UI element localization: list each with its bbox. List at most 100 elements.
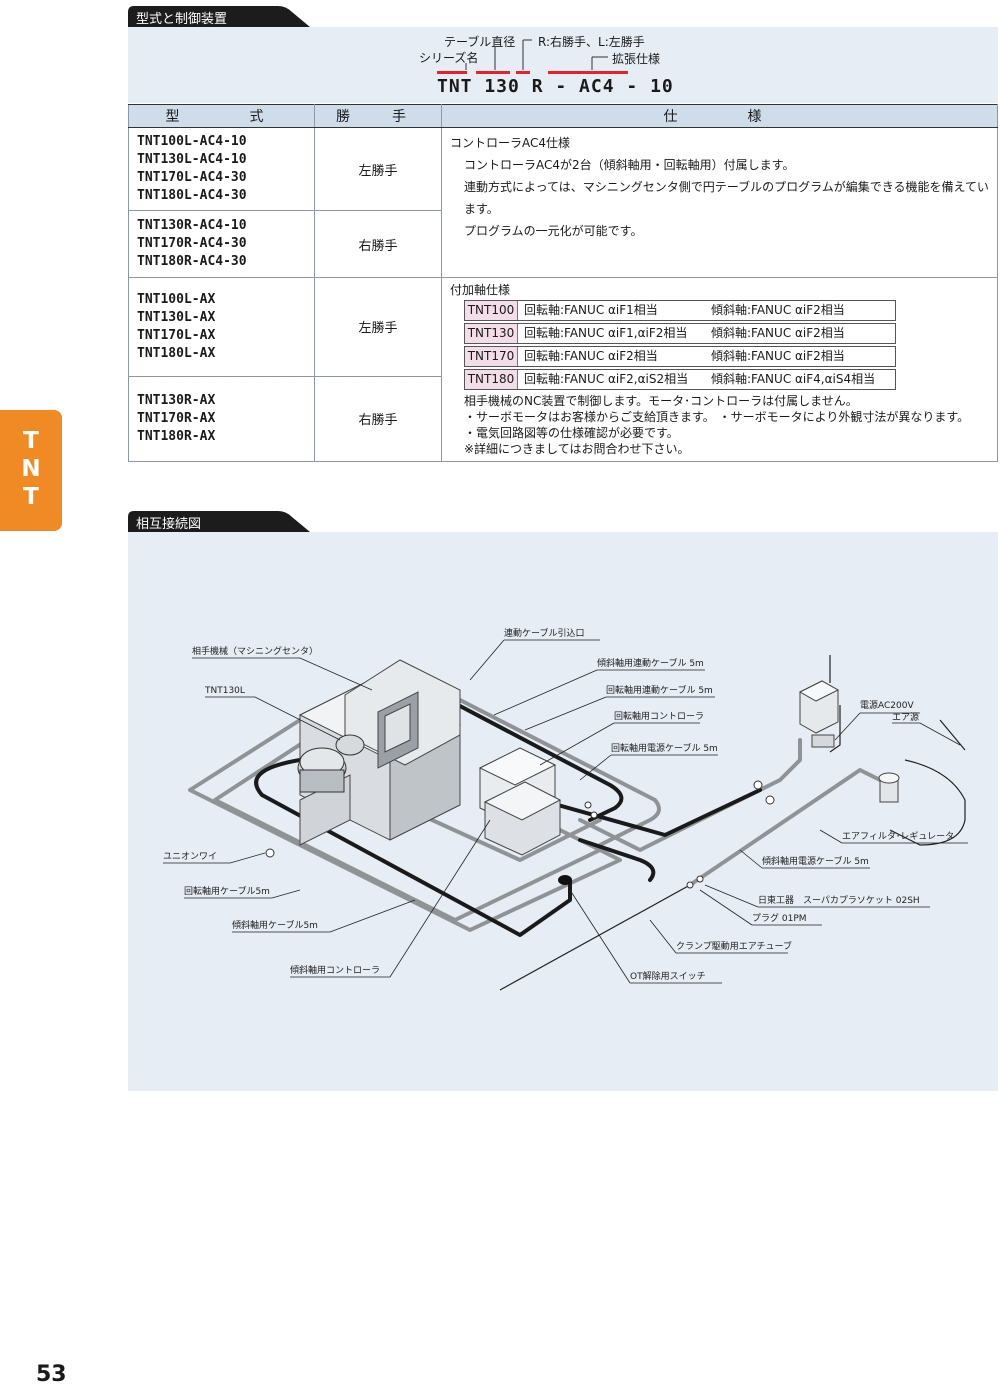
label-machining-center: 相手機械（マシニングセンタ） (192, 645, 318, 657)
controllers (478, 747, 562, 856)
table-row: TNT100L-AX TNT130L-AX TNT170L-AX TNT180L… (128, 277, 998, 462)
table-row: TNT130R-AX TNT170R-AX TNT180R-AX 右勝手 (128, 375, 998, 463)
table-header: 型 式 勝 手 仕 様 (128, 104, 998, 128)
axis-box-rot: 回転軸:FANUC αiF1相当 (524, 303, 658, 317)
section-tab-diagram: 相互接続図 (128, 511, 318, 532)
ac4-spec-title: コントローラAC4仕様 (450, 136, 571, 150)
model-name: TNT130R-AC4-10 (137, 218, 247, 233)
axis-box: TNT170 回転軸:FANUC αiF2相当 傾斜軸:FANUC αiF2相当 (464, 346, 896, 367)
tnt130l-table (297, 734, 365, 793)
header-spec: 仕 様 (441, 104, 998, 128)
ax-notes: 相手機械のNC装置で制御します。モータ･コントローラは付属しません。 ・サーボモ… (464, 393, 989, 457)
ac4-spec-cell: コントローラAC4仕様 コントローラAC4が2台（傾斜軸用・回転軸用）付属します… (441, 127, 998, 278)
model-name: TNT180L-AX (137, 345, 216, 361)
hand-cell: 右勝手 (314, 210, 442, 278)
header-model: 型 式 (128, 104, 315, 128)
ax-spec-cell: 付加軸仕様 TNT100 回転軸:FANUC αiF1相当 傾斜軸:FANUC … (441, 277, 998, 462)
ac4-spec-line: コントローラAC4が2台（傾斜軸用・回転軸用）付属します。 (464, 158, 795, 172)
label-air-source: エア源 (892, 712, 919, 723)
label-tilt-controller: 傾斜軸用コントローラ (290, 964, 380, 976)
label-ot-release-switch: OT解除用スイッチ (630, 970, 706, 982)
ax-note: ・サーボモータはお客様からご支給頂きます。 ・サーボモータにより外観寸法が異なり… (464, 410, 970, 424)
side-tab-tnt: TNT (0, 410, 62, 531)
red-bar-ext (548, 71, 628, 74)
model-name: TNT130L-AC4-10 (137, 152, 247, 167)
axis-box-tilt: 傾斜軸:FANUC αiF2相当 (711, 303, 845, 317)
section-title: 相互接続図 (136, 517, 202, 532)
table-row: TNT130R-AC4-10 TNT170R-AC4-30 TNT180R-AC… (128, 210, 998, 278)
label-tilt-interlock-cable: 傾斜軸用連動ケーブル 5m (597, 657, 704, 669)
model-name: TNT180R-AC4-30 (137, 254, 247, 269)
model-cell: TNT100L-AC4-10 TNT130L-AC4-10 TNT170L-AC… (128, 127, 315, 211)
label-tnt130l: TNT130L (204, 686, 245, 696)
model-cell: TNT130R-AX TNT170R-AX TNT180R-AX (128, 375, 315, 463)
label-power-ac200v: 電源AC200V (860, 700, 914, 711)
axis-box: TNT100 回転軸:FANUC αiF1相当 傾斜軸:FANUC αiF2相当 (464, 300, 896, 321)
machining-center (298, 659, 462, 846)
label-union-y: ユニオンワイ (163, 851, 217, 862)
ax-note: ※詳細につきましてはお問合わせ下さい。 (464, 442, 690, 456)
axis-box-tilt: 傾斜軸:FANUC αiF2相当 (711, 326, 845, 340)
axis-box-model: TNT180 (465, 370, 518, 389)
diagram-panel: 連動ケーブル引込口 相手機械（マシニングセンタ） 傾斜軸用連動ケーブル 5m T… (128, 532, 998, 1091)
label-air-filter: エアフィルタ･レギュレータ (842, 831, 954, 842)
axis-box-model: TNT170 (465, 347, 518, 366)
model-code: TNT 130 R - AC4 - 10 (437, 76, 674, 97)
ac4-spec-line: プログラムの一元化が可能です。 (464, 224, 643, 238)
hand-cell: 左勝手 (314, 277, 442, 377)
model-name: TNT180R-AX (137, 428, 216, 444)
axis-box-model: TNT100 (465, 301, 518, 320)
label-rot-power-cable: 回転軸用電源ケーブル 5m (611, 742, 718, 754)
air-filter (878, 772, 900, 803)
model-name: TNT180L-AC4-30 (137, 188, 247, 203)
page-number: 53 (36, 1362, 67, 1387)
hand-cell: 右勝手 (314, 375, 442, 463)
power-box (798, 680, 840, 748)
label-rot-controller: 回転軸用コントローラ (614, 710, 704, 722)
model-name: TNT170L-AC4-30 (137, 170, 247, 185)
axis-box-tilt: 傾斜軸:FANUC αiF2相当 (711, 349, 845, 363)
axis-box: TNT130 回転軸:FANUC αiF1,αiF2相当 傾斜軸:FANUC α… (464, 323, 896, 344)
model-name: TNT170R-AC4-30 (137, 236, 247, 251)
axis-box-model: TNT130 (465, 324, 518, 343)
model-cell: TNT130R-AC4-10 TNT170R-AC4-30 TNT180R-AC… (128, 210, 315, 278)
model-cell: TNT100L-AX TNT130L-AX TNT170L-AX TNT180L… (128, 277, 315, 377)
code-panel (128, 27, 998, 103)
label-clamp-air-tube: クランプ駆動用エアチューブ (676, 940, 792, 952)
red-bar-hand (516, 71, 530, 74)
connection-diagram: 連動ケーブル引込口 相手機械（マシニングセンタ） 傾斜軸用連動ケーブル 5m T… (163, 627, 968, 991)
label-tilt-cable: 傾斜軸用ケーブル5m (232, 919, 318, 931)
axis-box-tilt: 傾斜軸:FANUC αiF4,αiS4相当 (711, 372, 876, 386)
label-table-diameter: テーブル直径 (444, 35, 516, 49)
axis-box-rot: 回転軸:FANUC αiF1,αiF2相当 (524, 326, 688, 340)
label-plug: プラグ 01PM (752, 912, 807, 924)
label-ext: 拡張仕様 (612, 52, 661, 66)
model-name: TNT170R-AX (137, 410, 216, 426)
model-name: TNT100L-AC4-10 (137, 134, 247, 149)
ac4-spec-line: 連動方式によっては、マシニングセンタ側で円テーブルのプログラムが編集できる機能を… (464, 180, 989, 216)
label-tilt-power-cable: 傾斜軸用電源ケーブル 5m (762, 855, 869, 867)
red-bar-series (437, 71, 467, 74)
ax-note: 相手機械のNC装置で制御します。モータ･コントローラは付属しません。 (464, 394, 858, 408)
spec-table: 型 式 勝 手 仕 様 TNT100L-AC4-10 TNT130L-AC4-1… (128, 104, 998, 463)
section-title: 型式と制御装置 (136, 12, 228, 27)
axis-box: TNT180 回転軸:FANUC αiF2,αiS2相当 傾斜軸:FANUC α… (464, 369, 896, 390)
ax-spec-title: 付加軸仕様 (450, 283, 511, 297)
code-leader-lines (465, 39, 608, 70)
red-bar-diameter (476, 71, 510, 74)
header-hand: 勝 手 (314, 104, 442, 128)
model-name: TNT130R-AX (137, 392, 216, 408)
axis-box-rot: 回転軸:FANUC αiF2相当 (524, 349, 658, 363)
hand-cell: 左勝手 (314, 127, 442, 211)
label-interlock-cable-inlet: 連動ケーブル引込口 (504, 627, 584, 639)
model-name: TNT100L-AX (137, 291, 216, 307)
model-name: TNT130L-AX (137, 309, 216, 325)
label-rot-cable: 回転軸用ケーブル5m (184, 885, 270, 897)
table-row: TNT100L-AC4-10 TNT130L-AC4-10 TNT170L-AC… (128, 127, 998, 278)
label-hand: R:右勝手、L:左勝手 (538, 35, 645, 49)
model-name: TNT170L-AX (137, 327, 216, 343)
ax-note: ・電気回路図等の仕様確認が必要です。 (464, 426, 679, 440)
section-tab-models: 型式と制御装置 (128, 6, 318, 27)
label-coupler-socket: 日東工器 スーパカプラソケット 02SH (758, 894, 920, 906)
axis-box-rot: 回転軸:FANUC αiF2,αiS2相当 (524, 372, 689, 386)
